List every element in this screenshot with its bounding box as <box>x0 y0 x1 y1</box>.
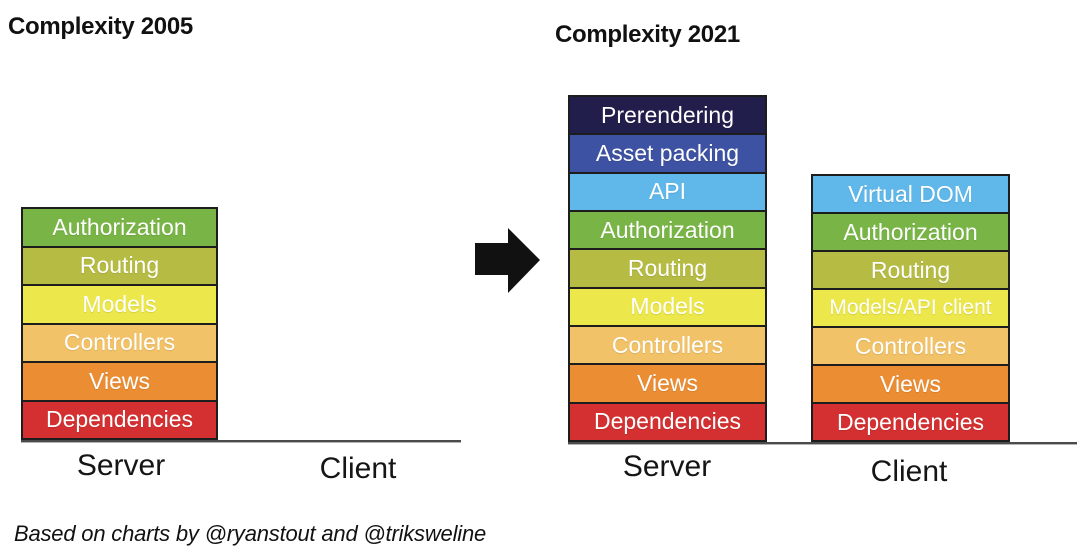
stack-layer: Asset packing <box>568 133 767 174</box>
stack-layer: Dependencies <box>811 402 1010 442</box>
stack-layer: Views <box>21 361 218 402</box>
stack-layer: Routing <box>568 248 767 289</box>
stack-layer: Controllers <box>21 322 218 363</box>
chart-title-2021: Complexity 2021 <box>555 21 740 48</box>
stack-layer: Controllers <box>568 324 767 366</box>
stack-layer: Routing <box>811 250 1010 290</box>
category-label-client-2005: Client <box>319 452 397 485</box>
client-stack-2021: Virtual DOM Authorization Routing Models… <box>811 174 1010 442</box>
stack-layer: Dependencies <box>568 401 767 442</box>
category-label-client-2021: Client <box>870 455 948 488</box>
category-label-server-2005: Server <box>76 449 166 482</box>
stack-layer: API <box>568 171 767 212</box>
attribution-text: Based on charts by @ryanstout and @triks… <box>14 521 487 546</box>
stack-layer: Models/API client <box>811 288 1010 328</box>
stack-layer: Views <box>568 363 767 404</box>
stack-layer: Authorization <box>811 212 1010 252</box>
chart-title-2005: Complexity 2005 <box>8 13 193 40</box>
stack-layer: Dependencies <box>21 399 218 440</box>
stack-layer: Models <box>21 284 218 325</box>
stack-layer: Authorization <box>21 207 218 248</box>
server-stack-2021: Prerendering Asset packing API Authoriza… <box>568 95 767 442</box>
stack-layer: Views <box>811 364 1010 404</box>
stack-layer: Routing <box>21 245 218 286</box>
category-label-server-2021: Server <box>622 450 712 483</box>
stack-layer: Controllers <box>811 326 1010 366</box>
stack-layer: Authorization <box>568 209 767 251</box>
stack-layer: Models <box>568 286 767 327</box>
server-stack-2005: Authorization Routing Models Controllers… <box>21 207 218 440</box>
right-arrow-icon <box>472 226 544 296</box>
x-axis-2005 <box>21 440 461 443</box>
x-axis-2021 <box>568 442 1077 445</box>
stack-layer: Prerendering <box>568 95 767 136</box>
stack-layer: Virtual DOM <box>811 174 1010 214</box>
